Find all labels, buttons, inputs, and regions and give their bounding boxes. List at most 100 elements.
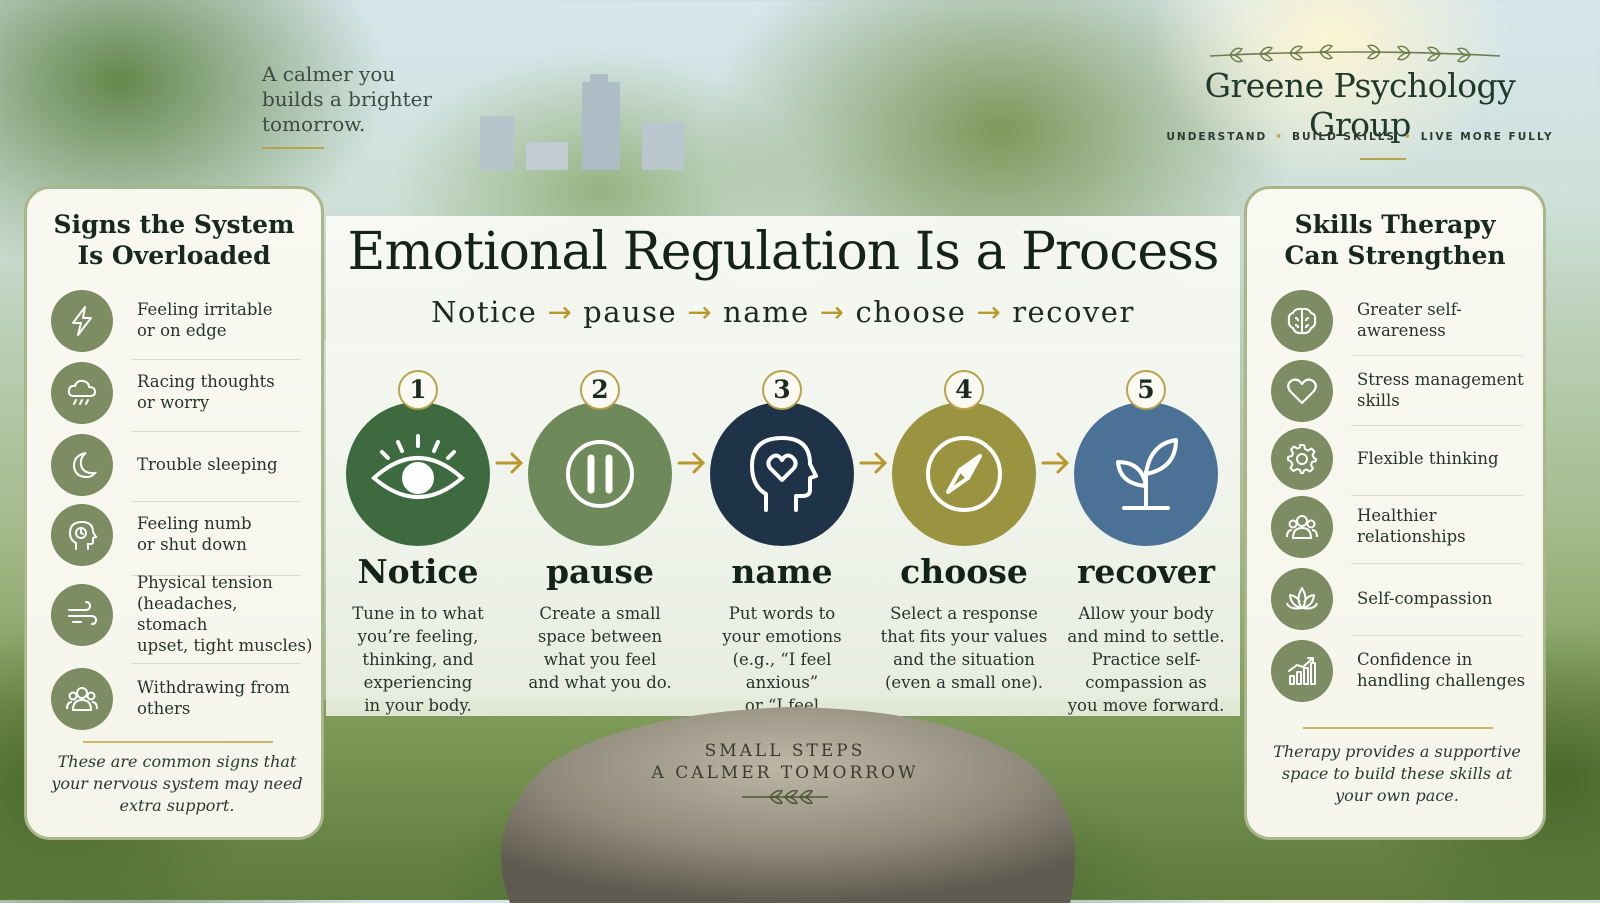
tagline: A calmer you builds a brighter tomorrow.: [262, 62, 462, 137]
skills-therapy-card: Skills Therapy Can Strengthen Greater se…: [1244, 186, 1546, 840]
engraved-rock: [501, 707, 1075, 903]
brain-icon: [1287, 307, 1317, 335]
signs-card-title-line-1: Signs the System: [53, 210, 295, 239]
stage-ring: [892, 402, 1036, 546]
rock-engraving: SMALL STEPS A CALMER TOMORROW: [600, 740, 970, 784]
divider: [1351, 563, 1523, 564]
brand-name: Greene Psychology Group: [1204, 66, 1516, 144]
skill-item: Flexible thinking: [1271, 425, 1531, 491]
skill-label: Confidence in handling challenges: [1357, 650, 1526, 690]
storm-cloud-icon: [67, 379, 97, 405]
divider: [131, 431, 301, 432]
sign-item: Physical tension (headaches, stomach ups…: [51, 573, 313, 655]
stage-description: Create a small space between what you fe…: [528, 604, 672, 692]
flow-arrow-icon: [495, 452, 524, 474]
stage-ring: [1074, 402, 1218, 546]
stage-number: 2: [580, 370, 620, 410]
stage-number: 5: [1126, 370, 1166, 410]
sign-label: Feeling numb or shut down: [137, 514, 252, 554]
signs-card-footer: These are common signs that your nervous…: [51, 752, 303, 815]
brand-rule: [1360, 158, 1406, 160]
sign-item: Feeling irritable or on edge: [51, 287, 311, 353]
card-foot-rule: [83, 741, 273, 743]
leaf-sprig-icon: [742, 789, 828, 805]
arrow-icon: →: [547, 295, 574, 329]
sign-label: Trouble sleeping: [137, 454, 278, 474]
skill-label: Greater self-awareness: [1357, 300, 1462, 340]
rock-line-1: SMALL STEPS: [704, 741, 866, 761]
skills-card-title-line-1: Skills Therapy: [1294, 210, 1496, 239]
steps-line-name: name: [723, 295, 810, 329]
stage-ring: [710, 402, 854, 546]
brand-tag-build-skills: BUILD SKILLS: [1291, 131, 1396, 143]
sign-item: Feeling numb or shut down: [51, 501, 311, 567]
gear-icon: [1287, 444, 1317, 474]
head-heart-icon: [750, 436, 818, 512]
steps-line-pause: pause: [583, 295, 678, 329]
arrow-icon: →: [687, 295, 714, 329]
signs-card-title: Signs the System Is Overloaded: [27, 209, 321, 271]
stage-ring: [346, 402, 490, 546]
rock-line-2: A CALMER TOMORROW: [651, 763, 919, 783]
people-icon: [66, 687, 98, 711]
stage-name: Notice: [357, 552, 479, 591]
sign-label: Withdrawing from others: [137, 678, 290, 718]
eye-icon: [370, 434, 466, 499]
stage-description: Allow your body and mind to settle. Prac…: [1067, 604, 1225, 715]
sign-label: Physical tension (headaches, stomach ups…: [137, 573, 313, 655]
tagline-rule: [262, 147, 324, 149]
divider: [131, 501, 301, 502]
divider: [1351, 355, 1523, 356]
city-skyline: [480, 74, 684, 170]
stage-number: 1: [398, 370, 438, 410]
heart-icon: [1287, 378, 1317, 405]
head-clock-icon: [68, 520, 98, 550]
stage-description: Tune in to what you’re feeling, thinking…: [352, 604, 484, 715]
sign-item: Withdrawing from others: [51, 665, 311, 731]
steps-line-choose: choose: [855, 295, 967, 329]
tagline-line-1: A calmer you: [262, 62, 396, 86]
arrow-icon: →: [976, 295, 1003, 329]
skill-label: Flexible thinking: [1357, 448, 1499, 468]
group-icon: [1286, 515, 1318, 539]
flow-arrow-icon: [677, 452, 706, 474]
stage-number: 3: [762, 370, 802, 410]
stage-ring: [528, 402, 672, 546]
stage-name: pause: [545, 552, 655, 591]
skills-card-title-line-2: Can Strengthen: [1284, 241, 1506, 270]
divider: [131, 663, 301, 664]
stage-name: name: [731, 552, 833, 591]
brand-tags: UNDERSTAND•BUILD SKILLS•LIVE MORE FULLY: [1166, 131, 1554, 143]
tagline-line-2: builds a brighter: [262, 87, 433, 111]
signs-overloaded-card: Signs the System Is Overloaded Feeling i…: [24, 186, 324, 840]
sprout-icon: [1116, 438, 1178, 510]
moon-icon: [72, 452, 98, 479]
brand-tag-live-more-fully: LIVE MORE FULLY: [1420, 131, 1554, 143]
divider: [1351, 635, 1523, 636]
skill-label: Self-compassion: [1357, 588, 1493, 608]
brand-tag-understand: UNDERSTAND: [1166, 131, 1268, 143]
divider: [131, 575, 301, 576]
stage-description: Select a response that fits your values …: [880, 604, 1048, 692]
sign-label: Racing thoughts or worry: [137, 372, 275, 412]
lotus-icon: [1286, 587, 1318, 610]
card-foot-rule: [1303, 727, 1493, 729]
vine-ornament-icon: [1209, 44, 1501, 63]
lightning-icon: [72, 306, 92, 336]
skill-item: Confidence in handling challenges: [1271, 637, 1531, 703]
wind-icon: [68, 601, 98, 625]
sign-label: Feeling irritable or on edge: [137, 300, 273, 340]
skill-label: Healthier relationships: [1357, 506, 1466, 546]
divider: [131, 359, 301, 360]
signs-card-title-line-2: Is Overloaded: [77, 241, 271, 270]
skill-item: Stress management skills: [1271, 357, 1531, 423]
arrow-icon: →: [819, 295, 846, 329]
divider: [1351, 495, 1523, 496]
pause-icon: [566, 440, 634, 508]
growth-chart-icon: [1288, 657, 1316, 685]
steps-line-notice: Notice: [431, 295, 538, 329]
skill-item: Greater self-awareness: [1271, 287, 1531, 353]
skill-item: Self-compassion: [1271, 565, 1531, 631]
tagline-line-3: tomorrow.: [262, 112, 366, 136]
steps-line: Notice→pause→name→choose→recover: [326, 295, 1240, 329]
